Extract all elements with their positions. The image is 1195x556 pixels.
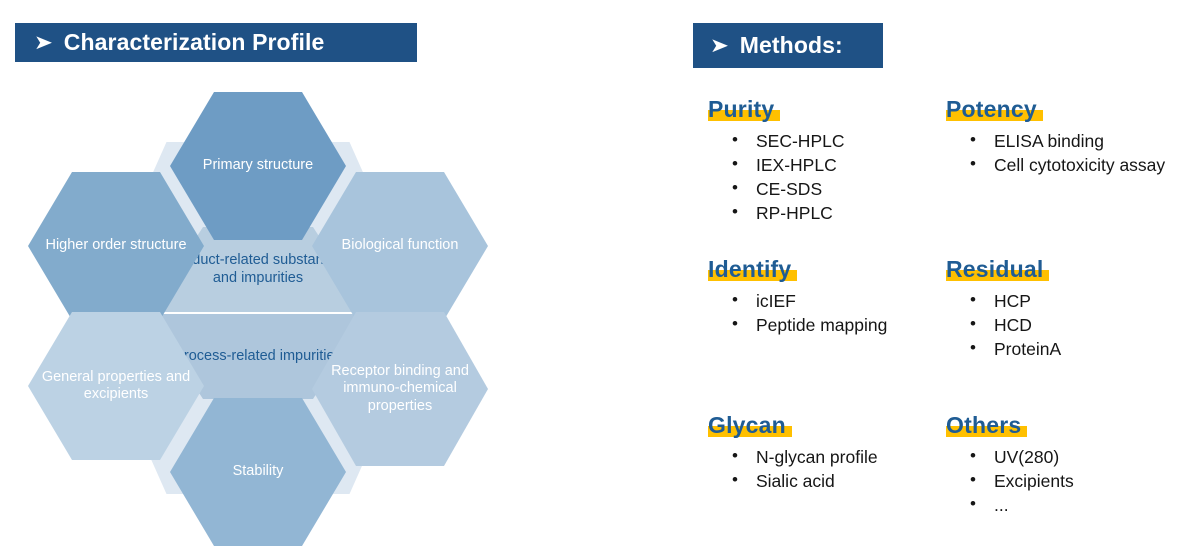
method-block-residual: Residual •HCP •HCD •ProteinA [946, 256, 1181, 362]
method-list-glycan: •N-glycan profile •Sialic acid [708, 446, 943, 493]
list-item: •HCD [970, 314, 1032, 336]
list-item: •HCP [970, 290, 1031, 311]
method-block-others: Others •UV(280) •Excipients •... [946, 412, 1181, 518]
highlight-bar [946, 270, 1050, 281]
hex-label: Stability [232, 463, 284, 480]
bullet-icon: • [732, 202, 738, 222]
method-list-potency: •ELISA binding •Cell cytotoxicity assay [946, 130, 1181, 177]
bullet-icon: • [970, 494, 976, 514]
method-heading-purity: Purity [708, 96, 781, 123]
list-item: •Cell cytotoxicity assay [970, 154, 1166, 176]
hex-label: Biological function [341, 237, 459, 254]
method-list-residual: •HCP •HCD •ProteinA [946, 290, 1181, 361]
bullet-icon: • [732, 314, 738, 334]
method-block-identify: Identify •icIEF • Peptide mapping [708, 256, 943, 338]
bullet-icon: • [970, 446, 976, 465]
list-item: •ELISA binding [970, 130, 1104, 151]
list-item: •IEX-HPLC [732, 154, 837, 176]
bullet-icon: • [970, 290, 976, 309]
hex-label: General properties and excipients [41, 368, 191, 402]
bullet-icon: • [732, 446, 738, 465]
list-item: •UV(280) [970, 446, 1060, 467]
list-item: •Excipients [970, 470, 1074, 492]
highlight-bar [708, 270, 798, 281]
bullet-icon: • [970, 154, 976, 174]
highlight-bar [708, 110, 781, 121]
method-block-potency: Potency •ELISA binding •Cell cytotoxicit… [946, 96, 1181, 178]
bullet-icon: • [970, 338, 976, 358]
hex-label: Process-related impurities [174, 347, 342, 364]
list-item: •SEC-HPLC [732, 130, 845, 151]
banner-methods: ➤ Methods: [693, 23, 883, 68]
method-list-purity: •SEC-HPLC •IEX-HPLC •CE-SDS •RP-HPLC [708, 130, 943, 225]
hex-label: Higher order structure [45, 237, 187, 254]
method-heading-glycan: Glycan [708, 412, 792, 439]
methods-grid: Purity •SEC-HPLC •IEX-HPLC •CE-SDS •RP-H… [700, 96, 1180, 546]
method-block-glycan: Glycan •N-glycan profile •Sialic acid [708, 412, 943, 494]
method-heading-identify: Identify [708, 256, 798, 283]
highlight-bar [708, 426, 792, 437]
hex-label: Receptor binding and immuno-chemical pro… [331, 363, 469, 414]
method-heading-residual: Residual [946, 256, 1050, 283]
method-heading-potency: Potency [946, 96, 1043, 123]
bullet-icon: • [970, 470, 976, 490]
method-list-others: •UV(280) •Excipients •... [946, 446, 1181, 517]
list-item: •Sialic acid [732, 470, 835, 492]
hex-biological-function: Biological function [312, 172, 488, 320]
method-heading-others: Others [946, 412, 1028, 439]
list-item: •N-glycan profile [732, 446, 878, 467]
method-list-identify: •icIEF • Peptide mapping [708, 290, 943, 337]
arrow-right-icon: ➤ [33, 31, 54, 54]
highlight-bar [946, 110, 1043, 121]
highlight-bar [946, 426, 1028, 437]
list-item: •ProteinA [970, 338, 1062, 360]
list-item: •... [970, 494, 1009, 516]
arrow-right-icon: ➤ [709, 34, 730, 57]
method-block-purity: Purity •SEC-HPLC •IEX-HPLC •CE-SDS •RP-H… [708, 96, 943, 226]
banner-methods-title: Methods: [739, 32, 843, 58]
list-item: •RP-HPLC [732, 202, 833, 224]
bullet-icon: • [732, 470, 738, 490]
characterization-hexagon-diagram: Product-related substances and impuritie… [20, 88, 490, 556]
bullet-icon: • [970, 314, 976, 334]
banner-characterization-title: Characterization Profile [63, 29, 325, 55]
list-item: • Peptide mapping [732, 314, 888, 336]
hex-label: Product-related substances and impuritie… [169, 252, 347, 286]
list-item: •icIEF [732, 290, 796, 311]
bullet-icon: • [732, 290, 738, 309]
hex-receptor-binding-and-immuno-chemical-properties: Receptor binding and immuno-chemical pro… [312, 312, 488, 466]
banner-characterization-profile: ➤ Characterization Profile [15, 23, 417, 62]
bullet-icon: • [732, 130, 738, 149]
hex-label: Primary structure [202, 157, 314, 174]
bullet-icon: • [732, 154, 738, 174]
bullet-icon: • [732, 178, 738, 198]
list-item: •CE-SDS [732, 178, 823, 200]
bullet-icon: • [970, 130, 976, 149]
